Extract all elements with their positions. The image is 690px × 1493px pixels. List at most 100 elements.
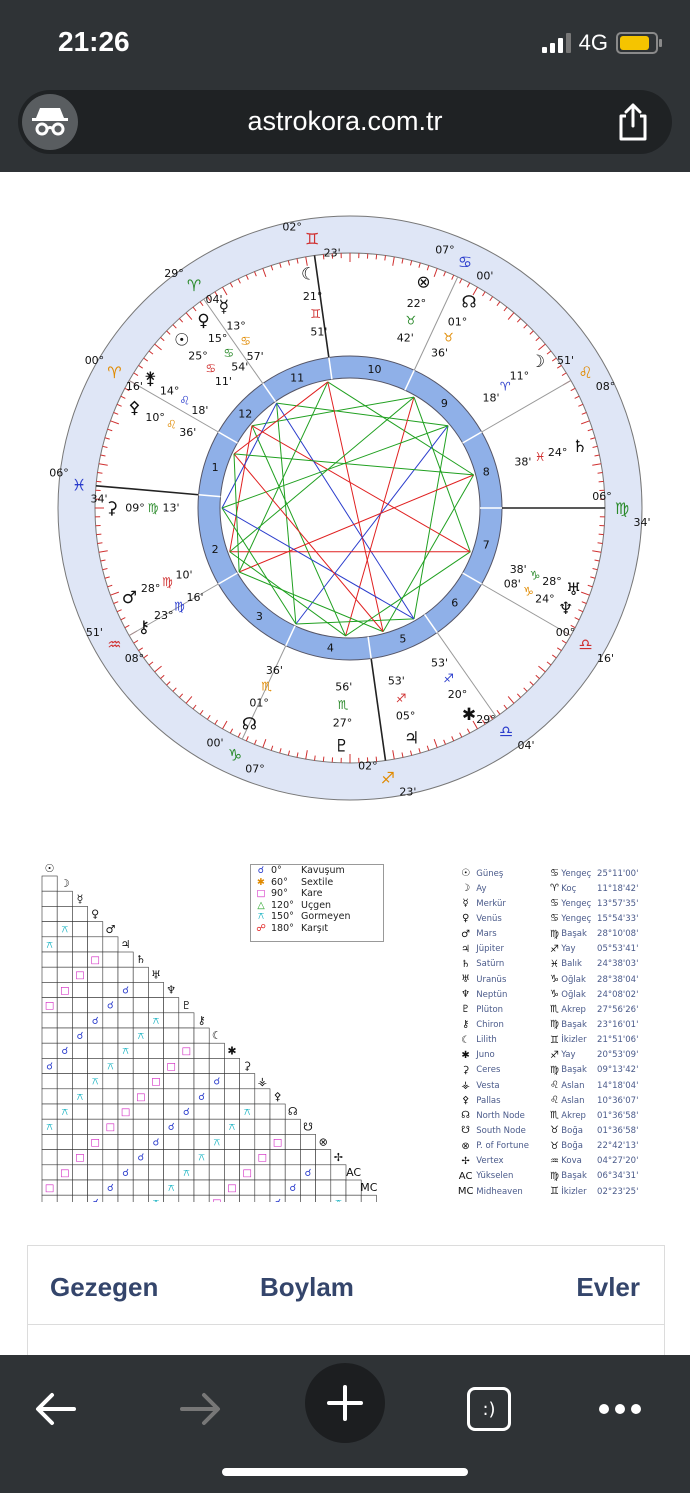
aspect-cell xyxy=(148,1103,164,1120)
degree-tick xyxy=(482,719,486,725)
planet-degree: 01° xyxy=(448,315,468,328)
planet-label: ⚴10°♌36' xyxy=(128,398,196,439)
address-bar[interactable]: astrokora.com.tr xyxy=(18,90,672,154)
degree-tick xyxy=(561,640,567,644)
sign-name: Yay xyxy=(561,1050,576,1061)
aspect-cell xyxy=(193,1073,210,1090)
share-icon[interactable] xyxy=(616,102,650,142)
plus-icon xyxy=(327,1385,363,1421)
degree-tick xyxy=(482,291,486,297)
degree-tick xyxy=(222,720,228,730)
grid-aspect-symbol: ⚻ xyxy=(61,1107,68,1118)
aspect-cell xyxy=(345,1179,362,1196)
sign-glyph: ♑ xyxy=(550,974,559,986)
planet-sign: ♍ xyxy=(162,575,173,589)
planet-name: Juno xyxy=(476,1050,495,1061)
planet-position: 02°23'25' xyxy=(597,1186,639,1197)
grid-aspect-symbol: □ xyxy=(121,1107,130,1118)
grid-aspect-symbol: □ xyxy=(273,1137,282,1148)
aspect-cell xyxy=(41,966,58,983)
aspect-circle xyxy=(219,377,481,639)
cusp-minutes: 00' xyxy=(476,269,493,282)
degree-tick xyxy=(192,704,197,710)
aspect-cell xyxy=(254,1194,271,1202)
grid-planet-glyph: ☊ xyxy=(288,1105,298,1118)
new-tab-button[interactable] xyxy=(305,1363,385,1443)
incognito-icon[interactable] xyxy=(22,94,78,150)
back-icon[interactable] xyxy=(16,1369,96,1449)
aspect-line xyxy=(327,381,474,476)
aspect-cell xyxy=(224,1164,240,1181)
more-icon[interactable] xyxy=(580,1369,660,1449)
planet-minutes: 42' xyxy=(397,331,414,344)
tabs-button[interactable]: :) xyxy=(449,1369,529,1449)
cusp-sign: ♌ xyxy=(578,363,592,382)
planet-name: Plüton xyxy=(476,1004,504,1015)
degree-tick xyxy=(120,617,126,621)
planet-name: Chiron xyxy=(476,1019,504,1030)
grid-planet-glyph: ☾ xyxy=(212,1029,222,1042)
sign-glyph: ♌ xyxy=(550,1080,559,1092)
cusp-degree: 51' xyxy=(86,626,103,639)
planet-position: 24°38'03' xyxy=(597,959,639,970)
planet-glyph: ♃ xyxy=(404,729,419,749)
aspect-cell xyxy=(132,1058,149,1074)
planet-glyph: ☊ xyxy=(461,293,476,313)
sign-glyph: ♉ xyxy=(550,1140,559,1152)
degree-tick xyxy=(199,301,204,307)
grid-planet-glyph: ☽ xyxy=(60,877,70,890)
planet-position: 27°56'26' xyxy=(597,1004,639,1015)
degree-tick xyxy=(489,296,494,302)
aspect-cell xyxy=(148,1027,164,1044)
planet-name: Lilith xyxy=(476,1035,497,1046)
planet-glyph: ☿ xyxy=(219,297,229,317)
planet-glyph: ☊ xyxy=(461,1110,471,1122)
aspect-cell xyxy=(254,1088,271,1105)
sign-glyph: ♋ xyxy=(550,913,559,925)
cusp-minutes: 23' xyxy=(324,247,341,260)
aspect-cell xyxy=(72,1164,88,1181)
aspect-cell xyxy=(163,1103,180,1120)
aspect-cell xyxy=(300,1179,316,1196)
planet-degree: 24° xyxy=(535,593,555,606)
house-number: 7 xyxy=(483,538,490,551)
house-ring-divider xyxy=(462,572,483,585)
degree-tick xyxy=(594,454,600,457)
degree-tick xyxy=(535,337,540,342)
sign-glyph: ♍ xyxy=(550,928,559,940)
degree-tick xyxy=(496,301,501,307)
sign-name: Aslan xyxy=(561,1095,585,1106)
forward-icon[interactable] xyxy=(160,1369,240,1449)
planet-minutes: 54' xyxy=(231,361,248,374)
planet-minutes: 13' xyxy=(162,502,179,515)
degree-tick xyxy=(229,282,234,288)
planet-glyph: ⊗ xyxy=(416,272,430,292)
degree-tick xyxy=(116,609,122,613)
planet-glyph: ☋ xyxy=(461,1125,471,1137)
grid-aspect-symbol: □ xyxy=(90,1137,99,1148)
sign-name: İkizler xyxy=(561,1186,587,1197)
aspect-line xyxy=(345,551,471,637)
aspect-cell xyxy=(163,1194,180,1202)
cusp-label: 29°♎04' xyxy=(476,713,534,752)
natal-chart-wheel: 12345678910111202°♊23'29°♈04'00°♈16'06°♓… xyxy=(49,215,651,801)
url-text[interactable]: astrokora.com.tr xyxy=(247,106,443,136)
signal-icon xyxy=(541,33,571,53)
legend-row: ☍180°Karşıt xyxy=(251,923,383,935)
aspect-line xyxy=(295,618,415,625)
cusp-label: 00'♑07° xyxy=(207,737,265,776)
grid-planet-glyph: ♃ xyxy=(121,938,131,951)
grid-aspect-symbol: ☌ xyxy=(274,1198,281,1202)
house-cusp-line xyxy=(128,583,219,636)
sign-name: Başak xyxy=(561,1019,587,1030)
planet-label: ♅28°♑38' xyxy=(510,563,582,600)
degree-tick xyxy=(107,428,113,432)
aspect-cell xyxy=(224,1149,240,1166)
planet-degree: 24° xyxy=(548,446,568,459)
aspect-line xyxy=(238,381,329,573)
sign-glyph: ♏ xyxy=(550,1110,559,1122)
aspect-cell xyxy=(178,1012,195,1029)
degree-tick xyxy=(523,687,528,692)
